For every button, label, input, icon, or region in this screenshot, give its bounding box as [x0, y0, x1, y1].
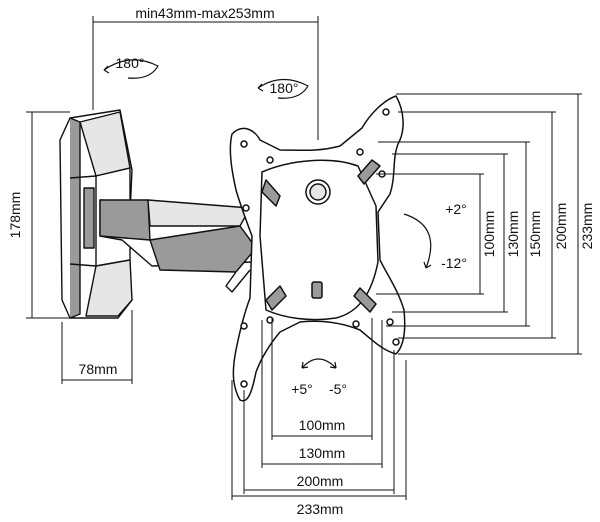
swivel-right-arrow [257, 78, 309, 99]
wall-depth-dimension [61, 310, 133, 384]
horizontal-dimensions [231, 318, 407, 500]
tilt-up-label: +2° [445, 201, 467, 217]
arm-range-label: min43mm-max253mm [135, 5, 274, 21]
wall-height-label: 178mm [7, 192, 23, 239]
hdim-130-label: 130mm [299, 445, 346, 461]
vdim-100-label: 100mm [481, 211, 497, 258]
swivel-arm [99, 199, 263, 293]
tilt-down-label: -12° [441, 255, 467, 271]
hdim-100-label: 100mm [299, 417, 346, 433]
wall-depth-label: 78mm [79, 361, 118, 377]
rotate-minus-label: -5° [329, 381, 347, 397]
hdim-200-label: 200mm [297, 473, 344, 489]
rotation-arrow [301, 358, 337, 369]
rotate-plus-label: +5° [291, 381, 313, 397]
tilt-arrow [403, 213, 432, 269]
wall-plate [59, 109, 133, 319]
wall-height-dimension [26, 111, 70, 319]
vertical-dimensions [376, 93, 582, 355]
vdim-233-label: 233mm [579, 203, 595, 250]
swivel-left-arrow [103, 59, 159, 79]
arm-range-dimension [92, 16, 319, 140]
hdim-233-label: 233mm [297, 501, 344, 517]
swivel-left-label: 180° [116, 55, 145, 71]
vdim-200-label: 200mm [553, 203, 569, 250]
vdim-130-label: 130mm [505, 211, 521, 258]
vdim-150-label: 150mm [527, 211, 543, 258]
swivel-right-label: 180° [270, 80, 299, 96]
